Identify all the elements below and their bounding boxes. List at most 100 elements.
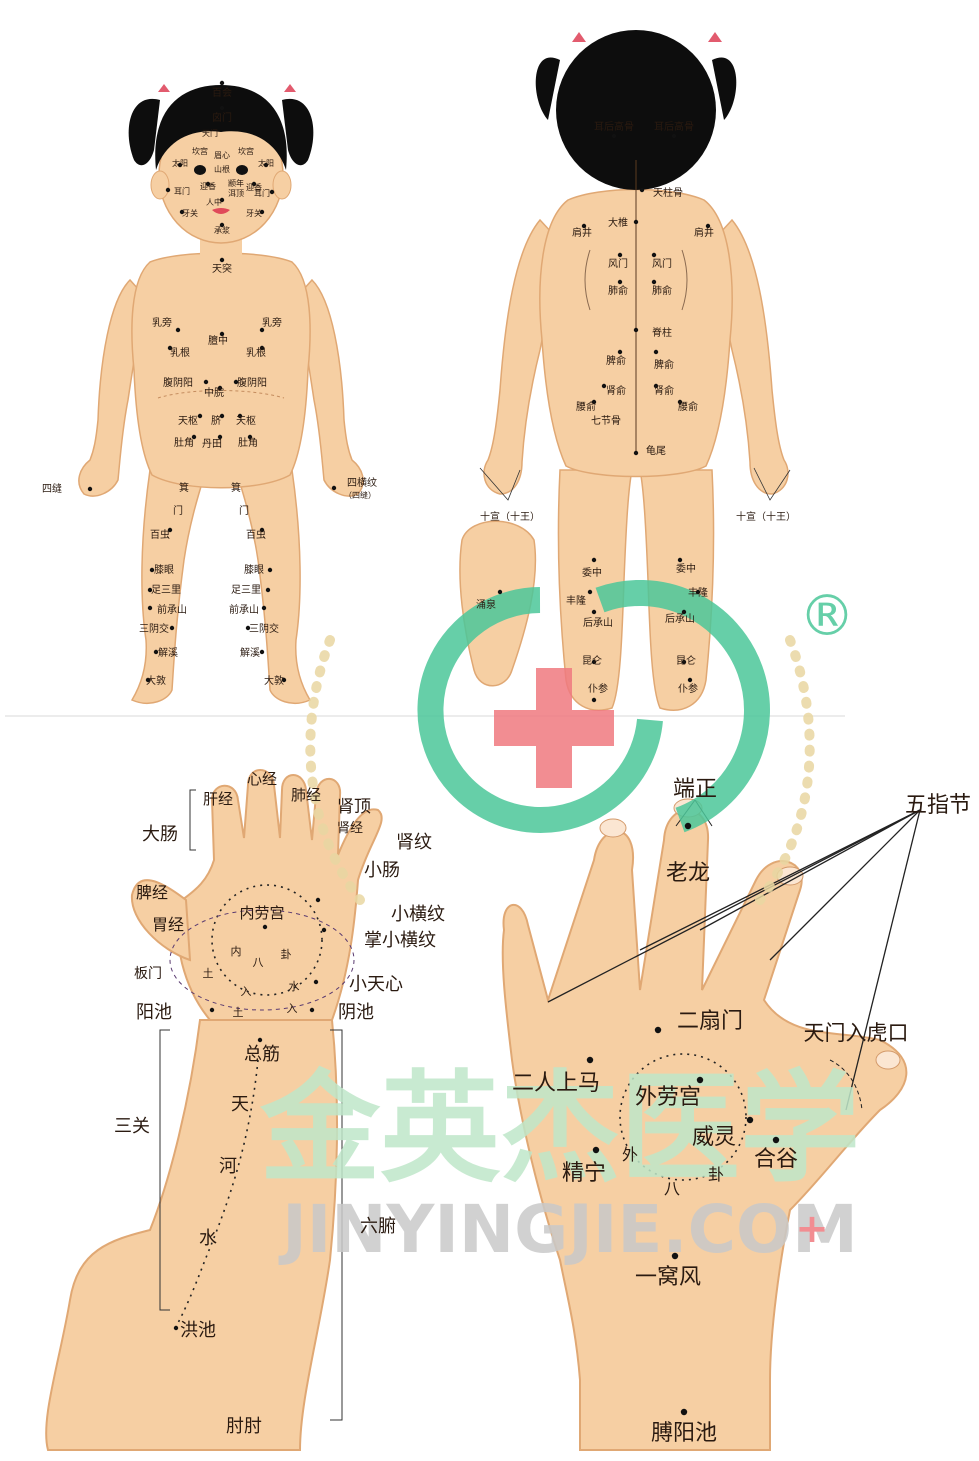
acupoint-dot-ermen-l	[166, 188, 170, 192]
acupoint-label-he: 河	[219, 1156, 237, 1177]
acupoint-label-ring-gua: 卦	[708, 1165, 724, 1184]
acupoint-label-taiyang-r: 太阳	[258, 158, 274, 168]
acupoint-dot-pucan-l	[592, 698, 596, 702]
acupoint-dot-fengmen-l	[618, 253, 622, 257]
acupoint-label-pishu-l: 脾俞	[606, 354, 626, 367]
acupoint-dot-xiyan-r	[268, 568, 272, 572]
acupoint-dot-fenglong-l	[588, 590, 592, 594]
acupoint-dot-weiling	[747, 1117, 753, 1123]
acupoint-dot-yiwofeng	[672, 1253, 678, 1259]
acupoint-label-baihui: 百会	[212, 86, 232, 99]
acupoint-label-hegu: 合谷	[754, 1147, 798, 1172]
registered-mark: ®	[799, 584, 855, 649]
acupoint-dot-yongquan	[498, 590, 502, 594]
acupoint-dot-feishu-r	[652, 280, 656, 284]
acupoint-label-shangen: 山根	[214, 164, 230, 174]
acupoint-label-duanzheng: 端正	[673, 777, 717, 802]
acupoint-label-zongjin: 总筋	[244, 1044, 280, 1065]
acupoint-label-dazhui: 大椎	[608, 216, 628, 229]
acupoint-label-boyangchi: 膊阳池	[651, 1421, 717, 1446]
acupoint-label-sanyinjiao-r: 三阴交	[249, 622, 279, 635]
acupoint-dot-hegu	[773, 1137, 779, 1143]
acupoint-label-qianchengshan-l: 前承山	[157, 603, 187, 616]
acupoint-label-wailaogong: 外劳宫	[635, 1085, 701, 1110]
acupoint-label-yingxiang-l: 迎香	[200, 181, 216, 191]
acupoint-label-yinchi: 阴池	[338, 1002, 374, 1023]
acupoint-label-liufu: 六腑	[360, 1216, 396, 1237]
acupoint-label-pucan-r: 仆参	[678, 682, 698, 695]
acupoint-label-yaoshu-r: 腰俞	[678, 400, 698, 413]
acupoint-label-shenshu-r: 肾俞	[654, 384, 674, 397]
acupoint-label-taiyang-l: 太阳	[172, 158, 188, 168]
acupoint-label-weijing: 胃经	[152, 915, 184, 934]
acupoint-label-simen-r: 箕	[231, 481, 241, 494]
acupoint-label-rugen-l: 乳根	[170, 346, 190, 359]
logo-cross-v	[536, 668, 572, 788]
watermark-cross-icon: +	[795, 1206, 829, 1252]
acupoint-dot-tianzhugu	[640, 188, 644, 192]
acupoint-label-feishu-l: 肺俞	[608, 284, 628, 297]
acupoint-label-shenjing: 肾经	[337, 821, 363, 836]
acupoint-label-pishu-r: 脾俞	[654, 358, 674, 371]
acupoint-dot-jiexi-r	[260, 650, 264, 654]
acupoint-label-baichong-l: 百虫	[150, 529, 170, 541]
acupoint-label-tianshu-l: 天枢	[178, 414, 198, 427]
acupoint-label-xiyan-r: 膝眼	[244, 563, 264, 576]
acupoint-label-ring-ru2: 入	[287, 1002, 298, 1015]
acupoint-label-ring-ru: 入	[241, 985, 252, 998]
acupoint-label-shixuan-r: 十宣（十王）	[736, 510, 796, 523]
acupoint-dot-zongjin	[258, 1038, 262, 1042]
acupoint-label-erhougaogu-r: 耳后高骨	[654, 120, 694, 133]
acupoint-label-sihengwen: 四横纹	[347, 476, 377, 489]
acupoint-label-fenglong-l: 丰隆	[566, 594, 586, 607]
acupoint-label-zhouzhou: 肘肘	[226, 1416, 262, 1437]
acupoint-label-xinmen: 囟门	[212, 111, 232, 124]
acupoint-label-kangong-r: 坎宫	[238, 146, 254, 156]
acupoint-dot-pishu-r	[654, 350, 658, 354]
acupoint-label-banmen: 板门	[134, 966, 162, 982]
acupoint-label-xiaotianxin: 小天心	[349, 974, 403, 995]
acupoint-label-jiexi-l: 解溪	[158, 646, 178, 659]
acupoint-label-jianjing-r: 肩井	[694, 226, 714, 239]
acupoint-label-ring-tu2: 土	[233, 1006, 244, 1019]
acupoint-label-kangong-l: 坎宫	[192, 146, 208, 156]
acupoint-label-qi: 脐	[211, 414, 221, 427]
acupoint-label-yaguan-r: 牙关	[246, 208, 262, 218]
acupoint-label-dujiao-r: 肚角	[238, 437, 258, 449]
acupoint-dot-pucan-r	[688, 678, 692, 682]
acupoint-label-yaoshu-l: 腰俞	[576, 400, 596, 413]
acupoint-dot-sifeng	[88, 487, 92, 491]
acupoint-label-sanyinjiao-l: 三阴交	[139, 622, 169, 635]
acupoint-dot-tiantu	[220, 258, 224, 262]
acupoint-label-rupang-r: 乳旁	[262, 316, 282, 329]
acupoint-dot-sanyinjiao-l	[170, 626, 174, 630]
acupoint-dot-jizhu	[634, 328, 638, 332]
acupoint-label-laolong: 老龙	[666, 861, 710, 886]
acupoint-label-xiaohengwen: 小横纹	[391, 904, 445, 925]
acupoint-label-sifeng: 四缝	[42, 482, 62, 495]
acupoint-dot-laolong	[685, 823, 691, 829]
acupoint-label-feijing: 肺经	[291, 786, 321, 804]
acupoint-label-baichong-r: 百虫	[246, 529, 266, 541]
acupoint-dot-qianchengshan-l	[148, 606, 152, 610]
acupoint-label-dadun-l: 大敦	[146, 674, 166, 687]
acupoint-label-errenshangma: 二人上马	[512, 1071, 600, 1096]
acupoint-label-ershanmen: 二扇门	[677, 1009, 743, 1034]
acupoint-label-yongquan: 涌泉	[476, 598, 496, 611]
acupoint-label-men-r: 门	[239, 504, 249, 517]
acupoint-label-jingning: 精宁	[562, 1161, 606, 1186]
acupoint-label-ring-tu: 土	[203, 967, 214, 980]
acupoint-label-kunlun-l: 昆仑	[582, 654, 602, 667]
acupoint-label-yangchi: 阳池	[136, 1002, 172, 1023]
acupoint-label-jianjing-l: 肩井	[572, 226, 592, 239]
acupoint-label-bagua-ba: 八	[253, 956, 264, 969]
acupoint-label-hongchi: 洪池	[180, 1320, 216, 1341]
acupoint-dot-weizhong-r	[678, 558, 682, 562]
acupoint-label-yaguan-l: 牙关	[182, 208, 198, 218]
acupoint-dot-qianchengshan-r	[262, 606, 266, 610]
acupoint-label-qianchengshan-r: 前承山	[229, 603, 259, 616]
acupoint-label-ring-wai: 外	[622, 1145, 638, 1164]
acupoint-label-weizhong-l: 委中	[582, 566, 602, 579]
acupoint-label-zusanli-l: 足三里	[151, 584, 181, 596]
